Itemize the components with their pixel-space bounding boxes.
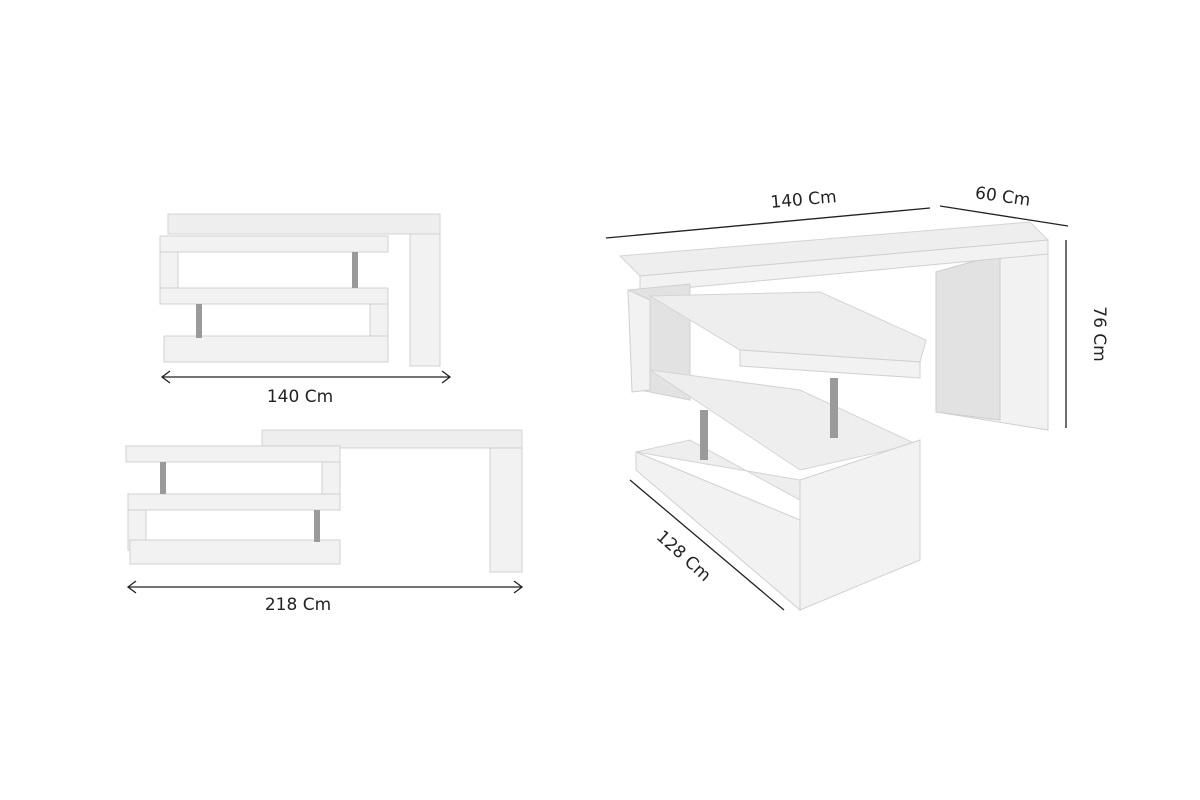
middle-shelf [127, 493, 341, 511]
perspective-length-dimension: 140 Cm [605, 187, 931, 239]
chrome-pole [830, 378, 838, 438]
desktop-top [261, 429, 523, 449]
shelf-side [627, 289, 651, 393]
swivel-shelf [648, 291, 927, 363]
cabinet-side [799, 439, 921, 611]
perspective-height-label: 76 Cm [1089, 306, 1109, 361]
chrome-pole [314, 510, 320, 542]
extended-desk-view [125, 429, 523, 573]
perspective-shelf-label: 128 Cm [652, 527, 715, 586]
extended-width-dimension: 218 Cm [126, 580, 524, 615]
desk-leg-panel [489, 447, 523, 573]
desktop-top [167, 213, 441, 235]
leg-inner-face [935, 253, 1001, 421]
upper-shelf [125, 445, 341, 463]
swivel-shelf-edge [739, 349, 921, 379]
shelf-side [321, 461, 341, 495]
perspective-height-dimension: 76 Cm [1065, 240, 1109, 428]
perspective-depth-label: 60 Cm [974, 183, 1032, 211]
compact-width-dimension: 140 Cm [160, 370, 452, 407]
upper-shelf [159, 235, 389, 253]
chrome-pole [196, 304, 202, 338]
chrome-pole [352, 252, 358, 288]
bottom-shelf [129, 539, 341, 565]
desktop-front-edge [639, 239, 1049, 293]
extended-width-label: 218 Cm [265, 595, 331, 615]
compact-desk-view [159, 213, 441, 367]
perspective-depth-dimension: 60 Cm [939, 183, 1069, 227]
compact-width-label: 140 Cm [267, 387, 333, 407]
chrome-pole [700, 410, 708, 460]
bottom-shelf [163, 335, 389, 363]
chrome-pole [160, 462, 166, 494]
perspective-length-label: 140 Cm [770, 187, 838, 213]
middle-shelf [159, 287, 389, 305]
perspective-desk-view [618, 221, 1050, 612]
desk-leg-panel [409, 233, 441, 367]
